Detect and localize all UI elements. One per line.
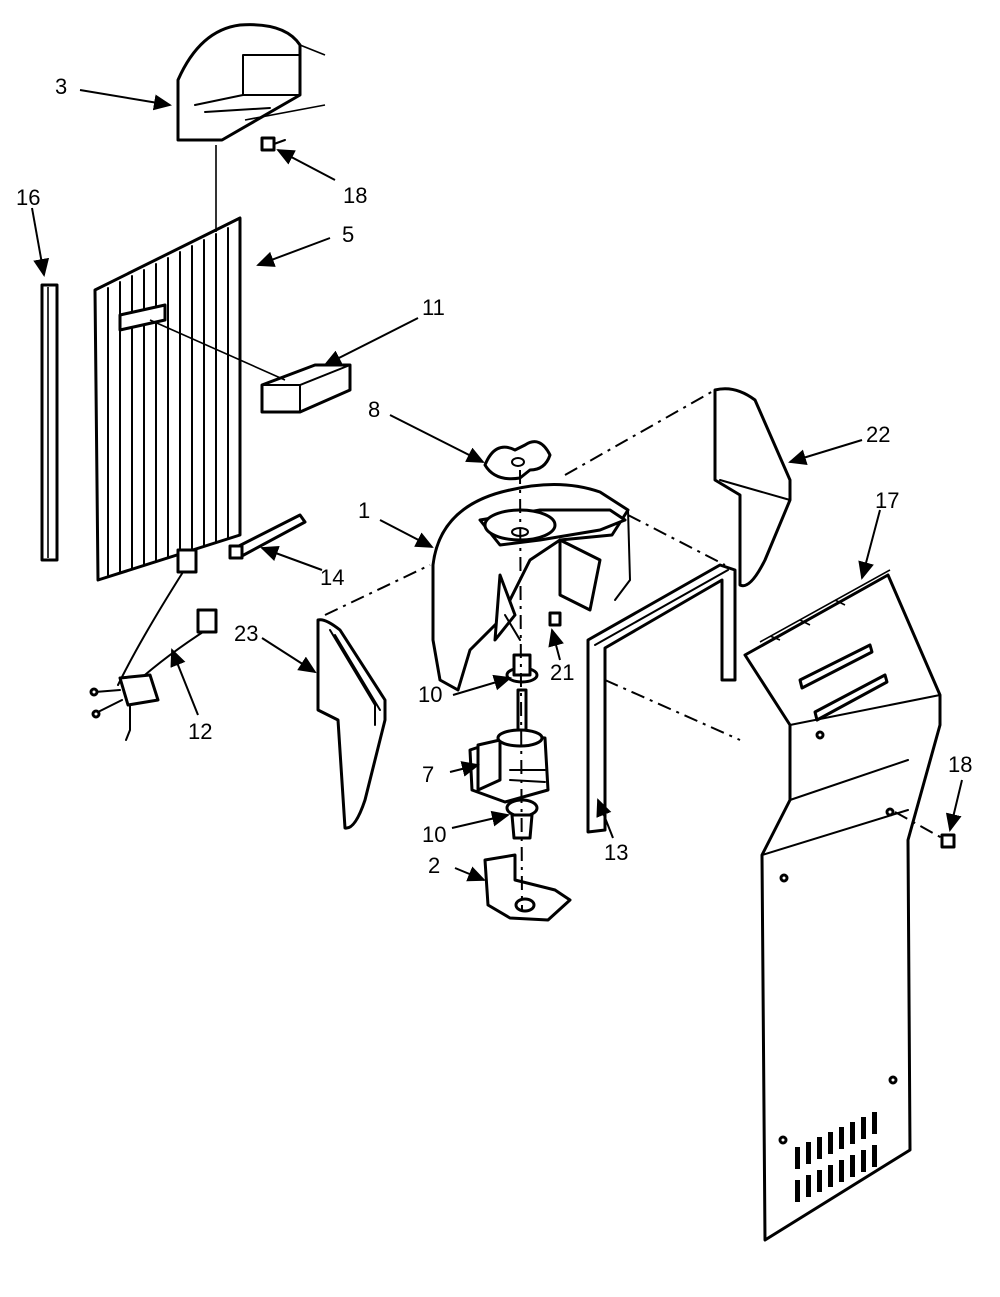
part-14-screw	[228, 513, 307, 560]
callout-17: 17	[875, 488, 899, 513]
callout-3: 3	[55, 74, 67, 99]
callout-18-top: 18	[343, 183, 367, 208]
callout-5: 5	[342, 222, 354, 247]
callout-7: 7	[422, 762, 434, 787]
callout-18-right: 18	[948, 752, 972, 777]
part-1-fan-shroud	[431, 483, 632, 692]
part-22-baffle	[713, 387, 792, 588]
callout-22: 22	[866, 422, 890, 447]
part-3-cover	[176, 23, 326, 142]
part-17-rear-panel	[743, 569, 942, 1242]
callout-labels: 3 18 16 5 11 8 22 17 1 14 23 12 21 10 13…	[16, 74, 972, 878]
part-18-screw-top	[260, 136, 286, 152]
callout-11: 11	[422, 295, 445, 320]
callout-10-upper: 10	[418, 682, 442, 707]
vent-slots	[795, 1112, 877, 1202]
part-2-motor-bracket	[483, 853, 572, 922]
part-21-screw	[548, 611, 562, 627]
part-10-bushing-lower	[505, 798, 539, 840]
callout-1: 1	[358, 498, 370, 523]
part-7-fan-motor	[468, 688, 550, 804]
assembly-center-lines	[324, 389, 741, 911]
part-16-strip	[40, 283, 59, 562]
callout-8: 8	[368, 397, 380, 422]
part-18-screw-right	[894, 811, 956, 849]
callout-16: 16	[16, 185, 40, 210]
part-10-bushing-upper	[505, 653, 539, 684]
callout-21: 21	[550, 660, 574, 685]
callout-2: 2	[428, 853, 440, 878]
part-8-fan-blade	[483, 440, 552, 481]
leader-lines	[31, 89, 963, 882]
part-23-baffle	[316, 618, 387, 830]
callout-10-lower: 10	[422, 822, 446, 847]
callout-23: 23	[234, 621, 258, 646]
part-13-u-channel	[586, 563, 737, 834]
callout-14: 14	[320, 565, 344, 590]
part-5-evaporator-panel	[93, 145, 242, 582]
part-12-wire-harness	[89, 548, 218, 741]
callout-12: 12	[188, 719, 212, 744]
part-11-bracket	[149, 319, 352, 414]
callout-13: 13	[604, 840, 628, 865]
